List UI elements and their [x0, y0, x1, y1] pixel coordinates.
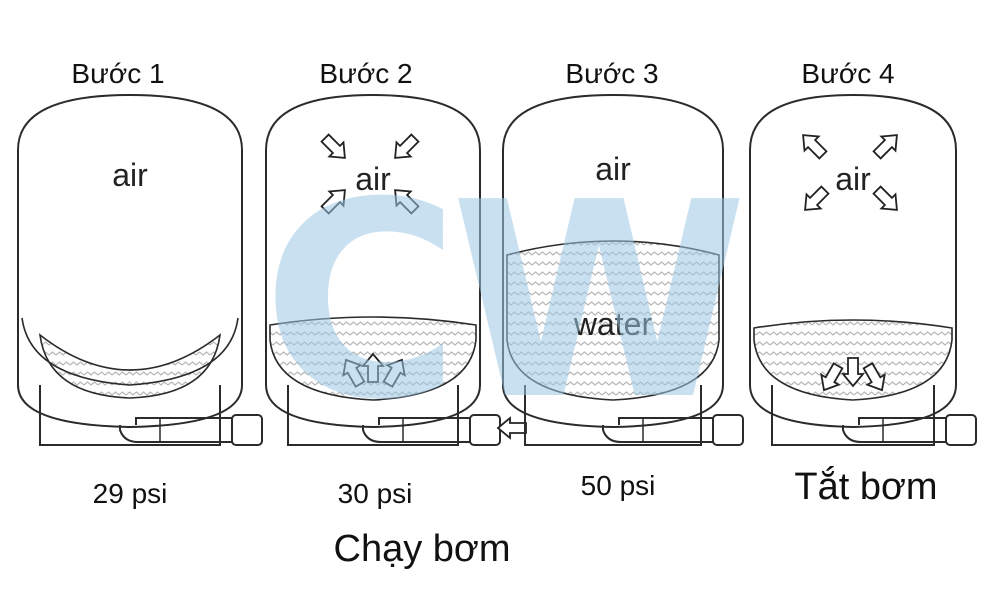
tank-1: air [17, 93, 263, 446]
step-3-title: Bước 3 [565, 58, 659, 89]
tank-4-air-label: air [835, 161, 871, 197]
tank-3-water-label: water [573, 306, 653, 342]
step-2-pressure: 30 psi [337, 478, 413, 509]
step-2-title: Bước 2 [319, 58, 413, 89]
step-1-title: Bước 1 [71, 58, 165, 89]
tank-3-air-label: air [595, 151, 631, 187]
step-4-title: Bước 4 [801, 58, 895, 89]
watermark-logo: CW [262, 144, 741, 459]
tank-4: air [749, 93, 977, 446]
pump-off-label: Tắt bơm [794, 466, 938, 508]
pump-on-label: Chạy bơm [333, 528, 511, 570]
tank-4-pressure-arrows [802, 134, 898, 392]
tank-2-pressure-arrows [320, 133, 527, 440]
step-3-pressure: 50 psi [580, 470, 656, 501]
tank-3: air water [502, 93, 744, 446]
tank-2-air-label: air [355, 161, 391, 197]
tank-1-air-label: air [112, 157, 148, 193]
tank-2: air [265, 93, 527, 446]
step-1-pressure: 29 psi [92, 478, 168, 509]
